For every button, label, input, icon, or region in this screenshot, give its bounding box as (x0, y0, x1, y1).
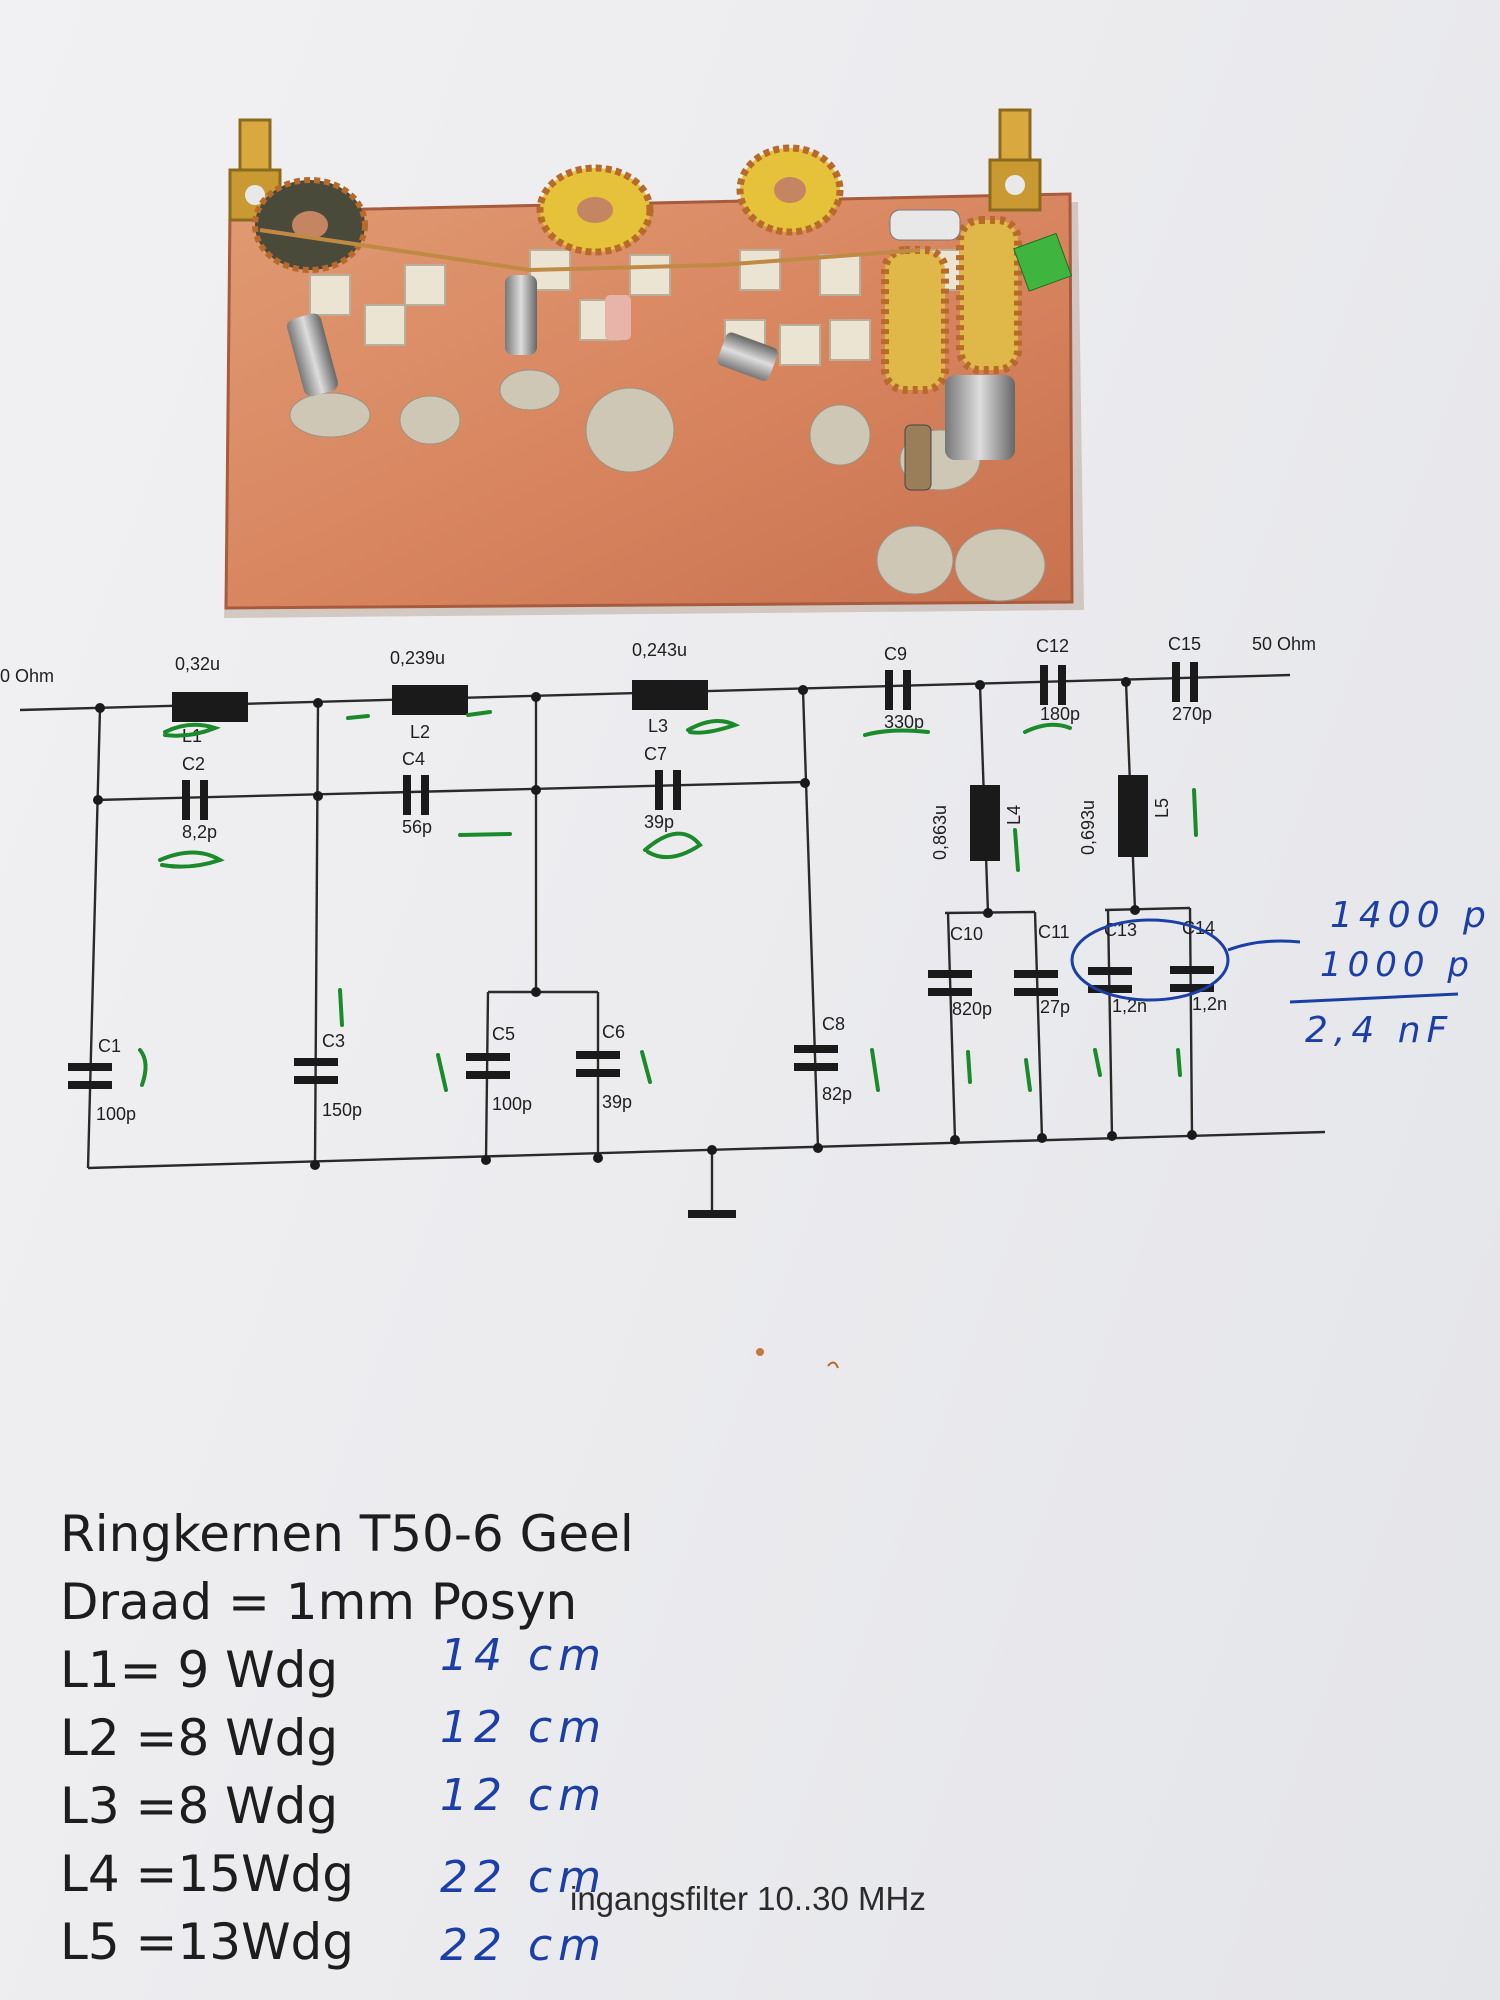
sum-line-1: 1400 p (1330, 895, 1492, 936)
capacitor-c14 (1170, 966, 1214, 992)
port-out-label: 50 Ohm (1252, 634, 1316, 654)
coil-l5 (956, 216, 1022, 374)
capacitor-c1 (68, 1063, 112, 1089)
c4-value: 56p (402, 817, 432, 837)
c11-value: 27p (1040, 997, 1070, 1017)
inductor-l3 (632, 680, 708, 710)
capacitor-c6 (576, 1051, 620, 1077)
c2-ref: C2 (182, 754, 205, 774)
capacitor-c10 (928, 970, 972, 996)
capacitor-axial (904, 424, 932, 491)
c1-ref: C1 (98, 1036, 121, 1056)
c12-value: 180p (1040, 704, 1080, 724)
length-l2: 12 cm (440, 1702, 608, 1753)
length-l4: 22 cm (440, 1852, 608, 1903)
toroid-l2 (536, 164, 654, 256)
sum-total: 2,4 nF (1305, 1010, 1454, 1051)
c4-ref: C4 (402, 749, 425, 769)
c2-value: 8,2p (182, 822, 217, 842)
ground-symbol (688, 1210, 736, 1218)
c7-value: 39p (644, 812, 674, 832)
note-l2: L2 =8 Wdg (60, 1709, 339, 1767)
capacitor-c3 (294, 1058, 338, 1084)
solder-bits (756, 1348, 839, 1369)
l2-value: 0,239u (390, 648, 445, 668)
pcb-drawing (224, 108, 1084, 618)
note-l1: L1= 9 Wdg (60, 1641, 339, 1699)
l4-ref: L4 (1004, 805, 1024, 825)
trimmer-c1 (287, 313, 338, 397)
c10-ref: C10 (950, 924, 983, 944)
capacitor-c9 (885, 670, 911, 710)
l5-ref: L5 (1152, 798, 1172, 818)
note-wire: Draad = 1mm Posyn (60, 1573, 578, 1631)
note-core: Ringkernen T50-6 Geel (60, 1505, 634, 1563)
note-l3: L3 =8 Wdg (60, 1777, 339, 1835)
c8-value: 82p (822, 1084, 852, 1104)
l1-value: 0,32u (175, 654, 220, 674)
winding-notes: Ringkernen T50-6 Geel Draad = 1mm Posyn … (60, 1500, 760, 1976)
capacitor-c15 (1172, 662, 1198, 702)
c1-value: 100p (96, 1104, 136, 1124)
length-l3: 12 cm (440, 1770, 608, 1821)
toroid-l1 (252, 177, 368, 273)
trimmer-c13 (945, 375, 1015, 460)
inductor-l1 (172, 692, 248, 722)
capacitor-pink (605, 295, 631, 340)
port-in-label: 0 Ohm (0, 666, 54, 686)
capacitor-c12 (1040, 665, 1066, 705)
length-l1: 14 cm (440, 1630, 608, 1681)
inductor-l5 (1118, 775, 1148, 857)
note-l5: L5 =13Wdg (60, 1913, 354, 1971)
c15-ref: C15 (1168, 634, 1201, 654)
c14-value: 1,2n (1192, 994, 1227, 1014)
length-l5: 22 cm (440, 1920, 608, 1971)
capacitor-green (1013, 232, 1073, 292)
coil-l4 (881, 246, 949, 394)
capacitor-c5 (466, 1053, 510, 1079)
pcb-board (200, 90, 1100, 630)
capacitor-c4 (403, 775, 429, 815)
c5-ref: C5 (492, 1024, 515, 1044)
capacitor-white (889, 209, 961, 241)
schematic-drawing: 0 Ohm 50 Ohm 0,32u 0,239u 0,243u L1 L2 L… (0, 634, 1459, 1218)
capacitor-c2 (182, 780, 208, 820)
c9-value: 330p (884, 712, 924, 732)
circled-c13-c14 (1070, 918, 1230, 1002)
trimmer-c3 (505, 275, 537, 355)
c12-ref: C12 (1036, 636, 1069, 656)
capacitor-c8 (794, 1045, 838, 1071)
c15-value: 270p (1172, 704, 1212, 724)
c8-ref: C8 (822, 1014, 845, 1034)
sum-line-2: 1000 p (1320, 945, 1475, 985)
l4-value: 0,863u (930, 805, 950, 860)
inductor-l2 (392, 685, 468, 715)
note-l4: L4 =15Wdg (60, 1845, 354, 1903)
schematic: 0 Ohm 50 Ohm 0,32u 0,239u 0,243u L1 L2 L… (0, 620, 1500, 1917)
c10-value: 820p (952, 999, 992, 1019)
toroid-l3 (736, 144, 844, 236)
green-marker-ticks (138, 710, 1198, 1092)
schematic-caption: ingangsfilter 10..30 MHz (570, 1880, 926, 1917)
sma-connector-right (988, 108, 1042, 212)
c9-ref: C9 (884, 644, 907, 664)
l5-value: 0,693u (1078, 800, 1098, 855)
c6-value: 39p (602, 1092, 632, 1112)
c3-ref: C3 (322, 1031, 345, 1051)
c7-ref: C7 (644, 744, 667, 764)
c11-ref: C11 (1038, 922, 1070, 942)
capacitor-c7 (655, 770, 681, 810)
c6-ref: C6 (602, 1022, 625, 1042)
capacitor-c13 (1088, 967, 1132, 993)
c3-value: 150p (322, 1100, 362, 1120)
trimmer-c5 (717, 332, 778, 381)
l3-ref: L3 (648, 716, 668, 736)
inductor-l4 (970, 785, 1000, 861)
capacitor-c11 (1014, 970, 1058, 996)
l2-ref: L2 (410, 722, 430, 742)
c5-value: 100p (492, 1094, 532, 1114)
l3-value: 0,243u (632, 640, 687, 660)
